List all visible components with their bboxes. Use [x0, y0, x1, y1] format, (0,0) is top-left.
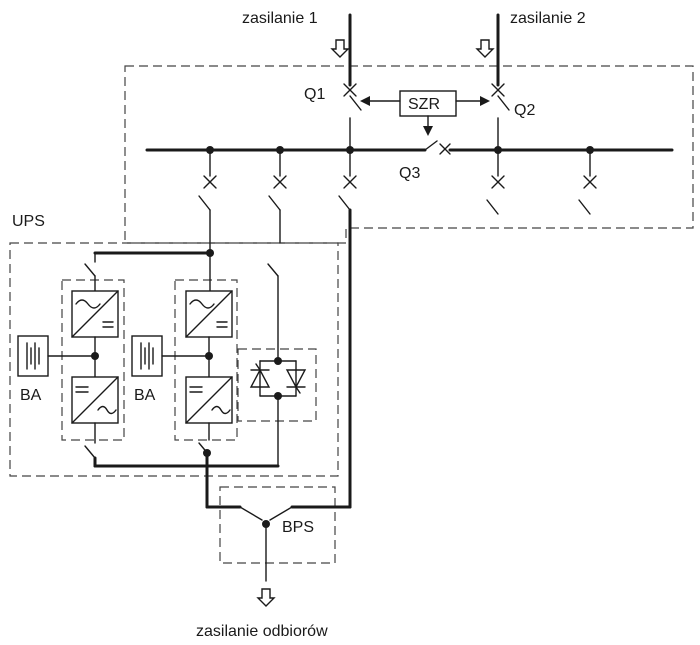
ups-module-frame-1 [61, 279, 125, 441]
ups-module-2 [185, 252, 233, 456]
szr-arrows [360, 96, 490, 136]
breaker-q2 [491, 83, 510, 151]
breaker-q3 [424, 140, 451, 155]
bypass-frame [219, 486, 336, 564]
ups-module-1 [71, 252, 119, 459]
feeder-breaker-ups [198, 149, 217, 254]
szr-label: SZR [408, 96, 440, 113]
szr-box [399, 90, 457, 117]
q3-label: Q3 [399, 165, 420, 182]
battery-2 [131, 335, 210, 377]
battery-1-label: BA [20, 387, 42, 404]
supply-1-label: zasilanie 1 [242, 10, 318, 27]
feeder-breaker-maintenance [338, 149, 357, 509]
feeder-breaker-5 [578, 149, 597, 215]
battery-2-label: BA [134, 387, 156, 404]
supply-1-arrow [330, 39, 350, 58]
static-bypass-switch [249, 263, 307, 467]
q2-label: Q2 [514, 102, 535, 119]
bps-label: BPS [282, 519, 314, 536]
supply-2-arrow [475, 39, 495, 58]
q1-label: Q1 [304, 86, 325, 103]
feeder-breaker-4 [486, 149, 505, 215]
battery-1 [17, 335, 96, 377]
ups-module-frame-2 [174, 279, 238, 441]
switchgear-frame [124, 65, 694, 244]
supply-2-label: zasilanie 2 [510, 10, 586, 27]
ups-frame [9, 242, 339, 477]
ups-label: UPS [12, 213, 45, 230]
static-switch-frame [237, 348, 317, 422]
feeder-breaker-bypass-input [268, 149, 287, 244]
load-supply-label: zasilanie odbiorów [196, 623, 328, 640]
breaker-q1 [343, 83, 362, 151]
load-output-arrow [256, 588, 276, 607]
bypass-switch-bps [205, 505, 352, 582]
